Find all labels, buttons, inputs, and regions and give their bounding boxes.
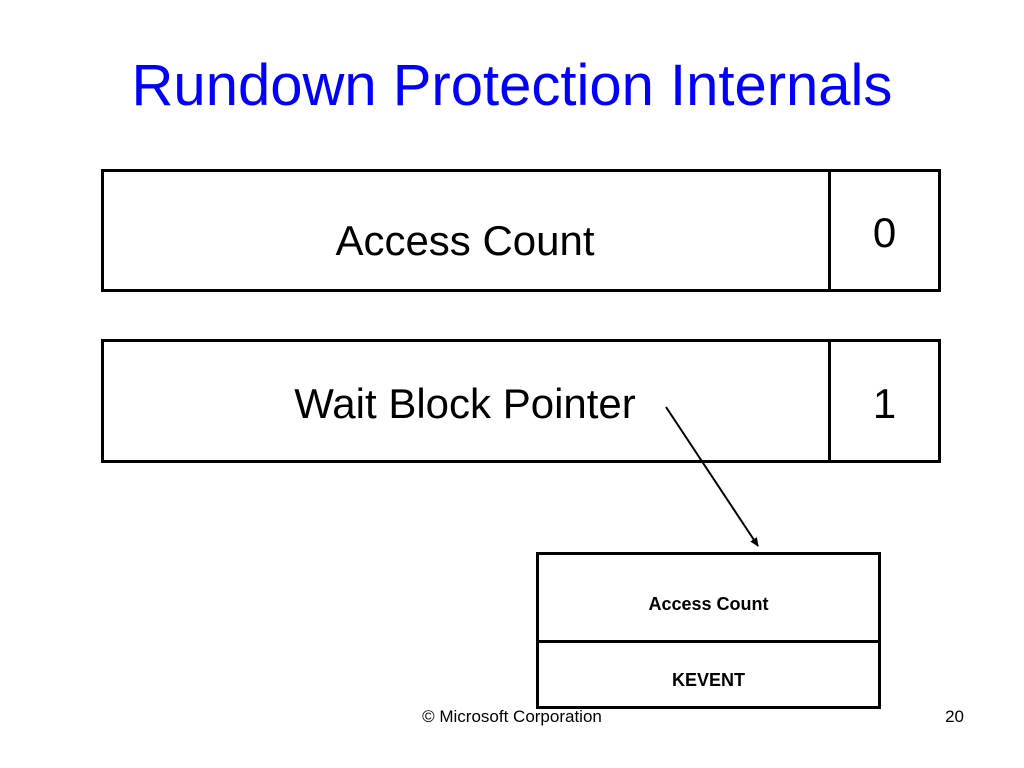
rundown-ref-wait-block-row: Wait Block Pointer 1 bbox=[101, 339, 941, 463]
wait-block-divider bbox=[539, 640, 878, 643]
access-count-label: Access Count bbox=[335, 217, 595, 264]
slide-title: Rundown Protection Internals bbox=[131, 53, 893, 118]
wait-block-kevent-field: KEVENT bbox=[671, 670, 745, 690]
wait-block-struct: Access Count KEVENT bbox=[536, 552, 881, 709]
flag-bit-value: 0 bbox=[872, 209, 897, 256]
flag-divider bbox=[828, 172, 831, 289]
wait-block-pointer-label: Wait Block Pointer bbox=[294, 380, 636, 427]
rundown-ref-access-count-row: Access Count 0 bbox=[101, 169, 941, 292]
flag-divider bbox=[828, 342, 831, 460]
page-number: 20 bbox=[945, 707, 964, 726]
wait-block-access-count-field: Access Count bbox=[648, 594, 769, 614]
flag-bit-value: 1 bbox=[872, 380, 897, 427]
copyright-footer: © Microsoft Corporation bbox=[422, 707, 602, 726]
